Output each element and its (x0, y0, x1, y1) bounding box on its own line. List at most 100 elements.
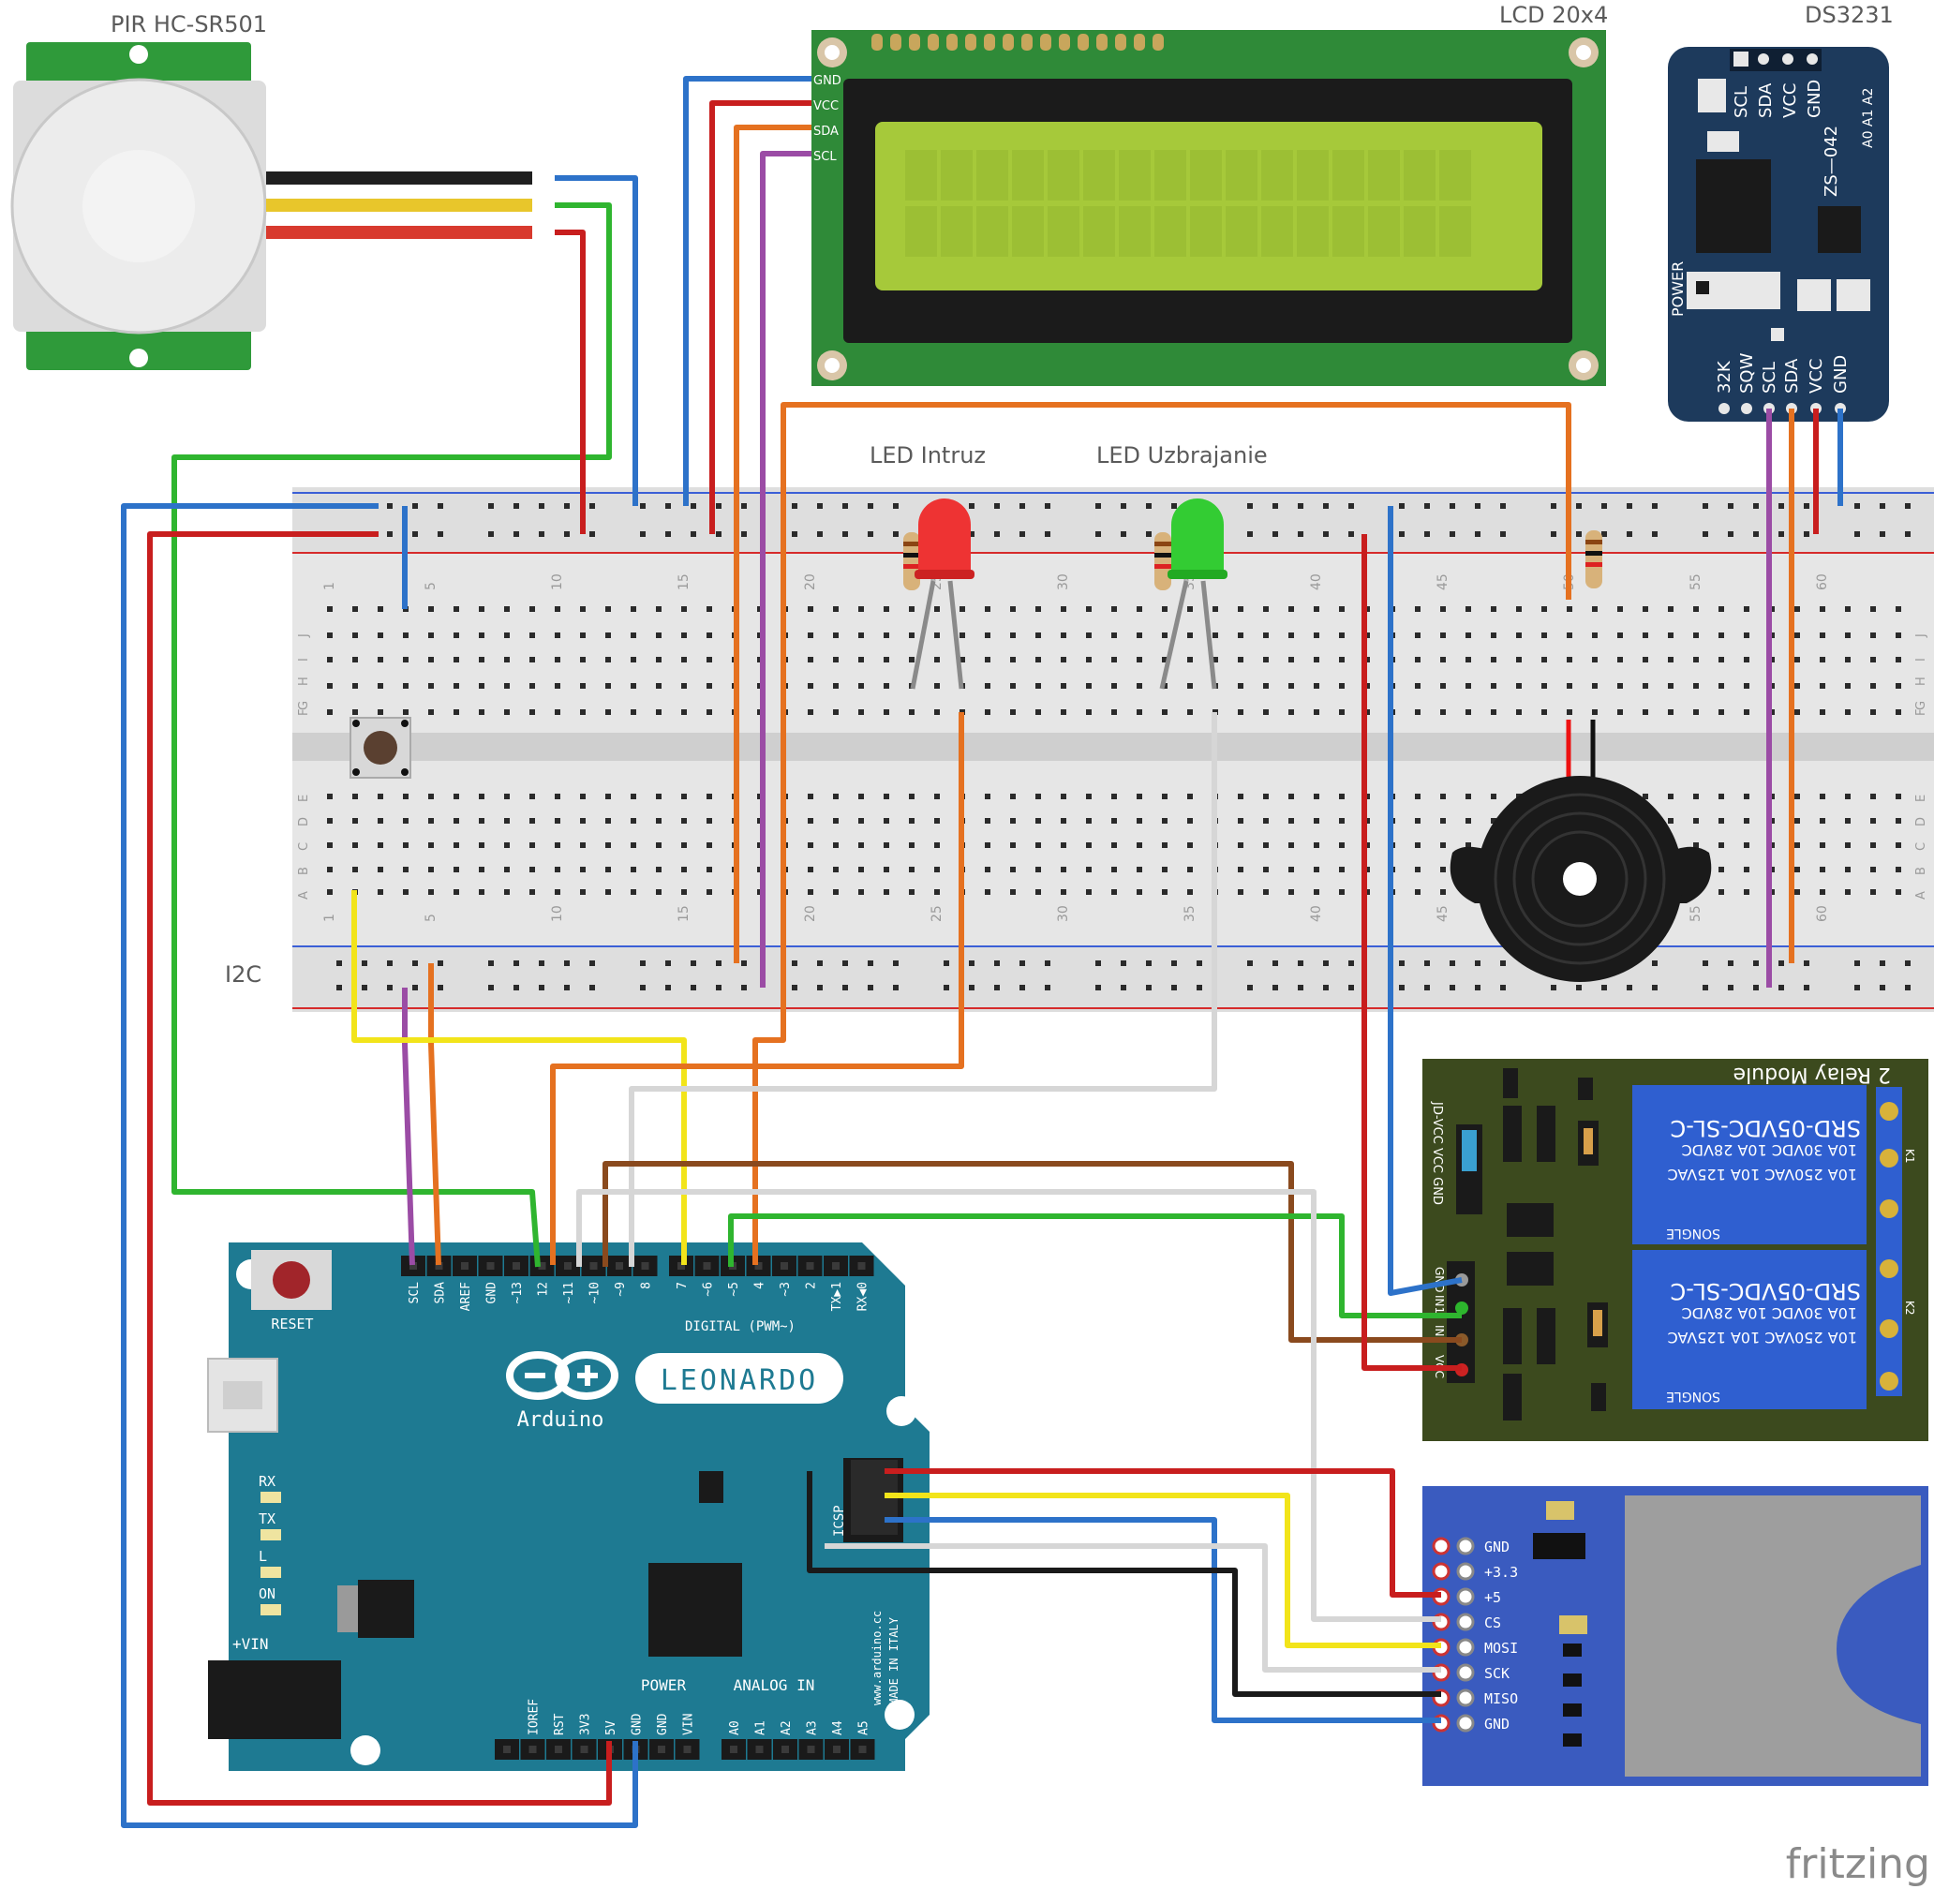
breadboard-row-letter: D (297, 817, 311, 826)
arduino-pin-label: A3 (806, 1720, 820, 1735)
relay2-rating-ac: 10A 250VAC 10A 125VAC (1668, 1329, 1857, 1346)
breadboard-column-number: 35 (1183, 905, 1198, 922)
wire-relay-gnd (1388, 506, 1463, 1296)
wire-gnd-rail (121, 503, 638, 1828)
arduino-pin-label: A2 (780, 1720, 794, 1735)
rtc-pin-32k: 32K (1715, 360, 1734, 394)
rtc-top-vcc: VCC (1780, 83, 1800, 118)
sd-pin-label: +5 (1484, 1589, 1501, 1606)
arduino-pin-label: ~5 (727, 1282, 741, 1297)
relay-pins-gnd: GND (1433, 1267, 1446, 1293)
arduino-logo (506, 1351, 618, 1400)
arduino-reset-label: RESET (271, 1316, 313, 1332)
rtc-top-sda: SDA (1756, 82, 1776, 118)
breadboard-column-number: 40 (1309, 905, 1324, 922)
breadboard-row-letter: G (1914, 701, 1928, 710)
red-led (910, 498, 974, 690)
breadboard-row-letter: I (297, 658, 311, 662)
wires (121, 76, 1843, 1828)
breadboard-column-number: 1 (322, 914, 337, 922)
breadboard-column-number: 45 (1436, 905, 1450, 922)
breadboard-column-number: 10 (550, 573, 565, 590)
arduino-pin-label: ~13 (511, 1282, 525, 1303)
breadboard-row-letter: B (297, 867, 311, 875)
breadboard-column-number: 20 (803, 905, 818, 922)
arduino-pin-label: ~6 (702, 1282, 716, 1297)
sd-pin-label: MOSI (1484, 1640, 1518, 1657)
arduino-led-l: L (259, 1548, 267, 1565)
relay-jumper-label: JD-VCC VCC GND (1430, 1101, 1444, 1205)
breadboard-row-letter: C (297, 842, 311, 851)
wire-lcd-vcc (709, 100, 811, 534)
arduino-pin-label: SDA (434, 1282, 448, 1304)
wire-relay-vcc (1361, 534, 1462, 1371)
relay2-rating-dc: 10A 30VDC 10A 28VDC (1682, 1304, 1857, 1322)
rtc-top-scl: SCL (1732, 86, 1751, 118)
wire-sd-gnd (807, 1471, 1441, 1697)
arduino-pin-label: 12 (537, 1282, 551, 1297)
breadboard-column-number: 30 (1056, 905, 1071, 922)
sd-pin-label: MISO (1484, 1690, 1518, 1707)
breadboard-row-letter: H (1914, 677, 1928, 686)
breadboard-row-letter: J (1914, 633, 1928, 638)
rtc-module: SCL SDA VCC GND ZS—042 A0 A1 A2 POWER 32… (1668, 47, 1889, 422)
arduino-pin-label: RX◀0 (856, 1282, 870, 1311)
arduino-pin-label: 5V (604, 1720, 618, 1735)
resistor-green-led (1154, 532, 1171, 590)
rtc-top-gnd: GND (1805, 80, 1824, 118)
breadboard-row-letter: C (1914, 842, 1928, 851)
led-red-label: LED Intruz (870, 442, 986, 469)
arduino-analog-label: ANALOG IN (734, 1676, 815, 1694)
arduino-pin-label: A1 (754, 1720, 768, 1735)
rtc-address-label: A0 A1 A2 (1861, 88, 1876, 148)
wire-pir-vcc (555, 230, 586, 534)
sd-pin-label: CS (1484, 1614, 1501, 1631)
rtc-pin-sda: SDA (1782, 358, 1802, 394)
lcd-pin-vcc: VCC (813, 99, 839, 113)
relay-k1: K1 (1903, 1149, 1916, 1164)
sd-pin-label: +3.3 (1484, 1564, 1518, 1581)
lcd-display: GND VCC SDA SCL (811, 30, 1606, 386)
breadboard-column-number: 30 (1056, 573, 1071, 590)
arduino-pin-label: 4 (753, 1282, 767, 1289)
arduino-pin-label: 7 (676, 1282, 690, 1289)
wire-lcd-sda (734, 125, 811, 963)
pir-label: PIR HC-SR501 (111, 11, 267, 37)
relay1-brand: SONGLE (1666, 1226, 1720, 1241)
breadboard-column-number: 45 (1436, 573, 1450, 590)
lcd-character-cells (905, 150, 1471, 257)
relay1-model: SRD-05VDC-SL-C (1670, 1115, 1861, 1141)
breadboard-column-number: 40 (1309, 573, 1324, 590)
breadboard-column-number: 5 (424, 914, 439, 922)
wire-i2c-sda (428, 963, 441, 1266)
arduino-led-rx: RX (259, 1473, 275, 1490)
arduino-pin-label: AREF (459, 1282, 473, 1311)
wire-lcd-scl (760, 151, 811, 988)
arduino-led-on: ON (259, 1585, 275, 1602)
breadboard-row-letter: E (1914, 795, 1928, 802)
arduino-pin-label: GND (631, 1713, 645, 1735)
breadboard-row-letter: F (1914, 709, 1928, 716)
breadboard-row-letter: I (1914, 658, 1928, 662)
breadboard-row-letter: H (297, 677, 311, 686)
i2c-label: I2C (225, 961, 261, 988)
arduino-pin-label: IOREF (528, 1699, 542, 1735)
arduino-digital-label: DIGITAL (PWM~) (685, 1319, 796, 1334)
breadboard-column-number: 20 (803, 573, 818, 590)
breadboard-row-letter: G (297, 701, 311, 710)
resistor-red-led (903, 532, 920, 590)
relay-k2: K2 (1903, 1301, 1916, 1316)
arduino-pin-label: ~3 (779, 1282, 793, 1297)
wire-pir-gnd (555, 175, 638, 506)
arduino-pin-label: 3V3 (579, 1714, 593, 1735)
wire-sd-mosi (885, 1493, 1441, 1648)
breadboard-column-number: 1 (322, 582, 337, 590)
sd-pin-label: GND (1484, 1716, 1510, 1733)
arduino-pin-label: SCL (408, 1282, 422, 1304)
arduino-pin-label: ~10 (588, 1282, 603, 1303)
